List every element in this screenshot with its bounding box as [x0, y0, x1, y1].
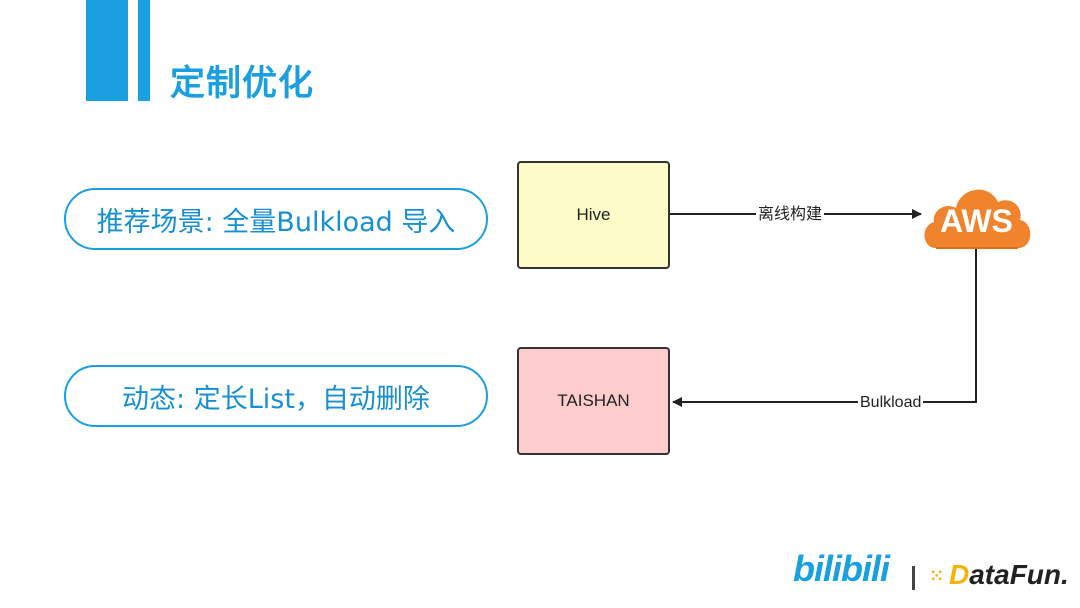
- slide-title: 定制优化: [170, 64, 315, 104]
- datafun-logo: DataFun.: [949, 559, 1069, 591]
- datafun-logo-rest: ataFun.: [969, 559, 1069, 590]
- edge-aws-to-taishan: [672, 248, 977, 407]
- bullet-dynamic-list: 动态: 定长List，自动删除: [64, 365, 488, 427]
- title-accent-bar: [86, 0, 128, 101]
- datafun-logo-d: D: [949, 559, 970, 590]
- title-accent-bar-thin: [138, 0, 150, 101]
- logo-divider: [912, 566, 915, 590]
- hive-node: Hive: [517, 161, 670, 269]
- aws-label: AWS: [940, 203, 1013, 239]
- aws-cloud-icon: [924, 189, 1031, 249]
- bilibili-logo: bilibili: [793, 548, 890, 589]
- datafun-dots-icon: ⁙: [930, 566, 944, 585]
- edge-label-offline-build: 离线构建: [756, 204, 825, 224]
- edge-label-bulkload: Bulkload: [858, 393, 924, 413]
- taishan-node: TAISHAN: [517, 347, 670, 455]
- bullet-recommend-scenario: 推荐场景: 全量Bulkload 导入: [64, 188, 488, 250]
